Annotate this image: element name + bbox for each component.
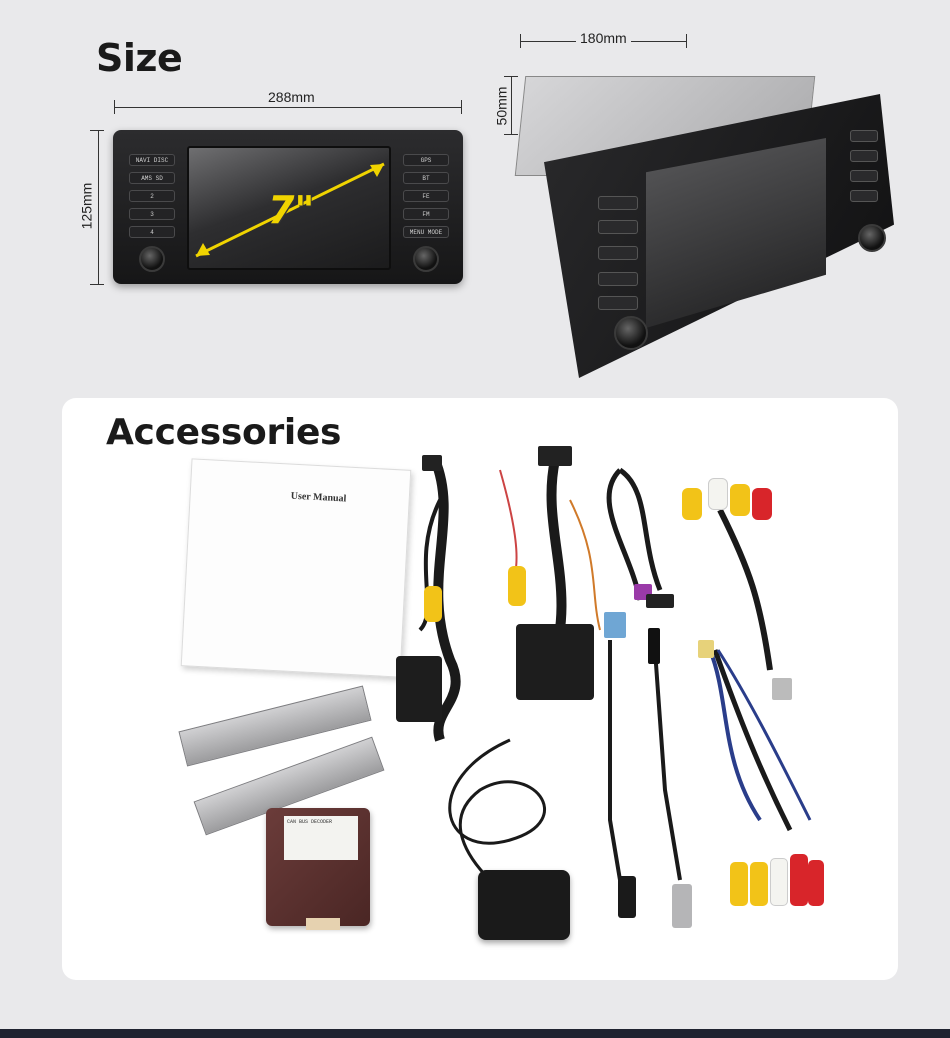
width-dimension-line bbox=[114, 107, 462, 108]
bottom-bar bbox=[0, 1029, 950, 1038]
grey-connector bbox=[772, 678, 792, 700]
preset-2-button: 2 bbox=[129, 190, 175, 202]
angled-button bbox=[850, 190, 878, 202]
accessories-section-title: Accessories bbox=[106, 412, 342, 453]
usb-connector bbox=[646, 594, 674, 608]
fe-button: FE bbox=[403, 190, 449, 202]
screen-size-label: 7" bbox=[268, 188, 315, 232]
decoder-label: CAN BUS DECODER bbox=[284, 816, 358, 860]
bt-button: BT bbox=[403, 172, 449, 184]
side-depth-label: 180mm bbox=[576, 30, 631, 46]
decoder-connector bbox=[306, 918, 340, 930]
preset-4-button: 4 bbox=[129, 226, 175, 238]
front-height-label: 125mm bbox=[78, 179, 95, 233]
tune-knob bbox=[413, 246, 439, 272]
beige-connector bbox=[698, 640, 714, 658]
angled-button bbox=[598, 296, 638, 310]
rca-plug-yellow bbox=[424, 586, 442, 622]
rca-plug-white bbox=[708, 478, 728, 510]
rca-plug-red bbox=[808, 860, 824, 906]
dimension-tick bbox=[90, 130, 104, 131]
menu-mode-button: MENU MODE bbox=[403, 226, 449, 238]
aux-jack bbox=[618, 876, 636, 918]
radio-antenna-adapter bbox=[672, 884, 692, 928]
rca-plug-yellow bbox=[730, 484, 750, 516]
angled-button bbox=[850, 150, 878, 162]
angled-tune-knob bbox=[858, 224, 886, 252]
user-manual: User Manual bbox=[180, 458, 412, 678]
rca-plug-red bbox=[790, 854, 808, 906]
screen-diagonal-arrow bbox=[195, 162, 385, 258]
iso-connector bbox=[396, 656, 442, 722]
angled-volume-knob bbox=[614, 316, 648, 350]
dimension-tick bbox=[90, 284, 104, 285]
small-connector bbox=[422, 455, 442, 471]
rca-plug-yellow bbox=[508, 566, 526, 606]
head-unit-front: NAVI DISC AMS SD 2 3 4 GPS BT FE FM MENU… bbox=[113, 130, 463, 284]
angled-button bbox=[598, 196, 638, 210]
rca-plug-yellow bbox=[682, 488, 702, 520]
front-width-label: 288mm bbox=[264, 89, 319, 105]
preset-3-button: 3 bbox=[129, 208, 175, 220]
rca-plug-yellow bbox=[730, 862, 748, 906]
side-height-label: 50mm bbox=[493, 84, 510, 128]
height-dimension-line bbox=[98, 130, 99, 285]
size-section-title: Size bbox=[96, 36, 183, 80]
quadlock-connector bbox=[516, 624, 594, 700]
user-manual-title: User Manual bbox=[290, 490, 347, 505]
ams-sd-button: AMS SD bbox=[129, 172, 175, 184]
fm-button: FM bbox=[403, 208, 449, 220]
angled-button bbox=[598, 220, 638, 234]
small-connector bbox=[538, 446, 572, 466]
display-screen bbox=[187, 146, 391, 270]
angled-button bbox=[598, 272, 638, 286]
cable-harnesses bbox=[418, 458, 812, 882]
blue-connector bbox=[604, 612, 626, 638]
side-height-dimension-line bbox=[511, 76, 512, 135]
navi-disc-button: NAVI DISC bbox=[129, 154, 175, 166]
gps-button: GPS bbox=[403, 154, 449, 166]
angled-button bbox=[850, 130, 878, 142]
angled-button bbox=[850, 170, 878, 182]
rca-plug-red bbox=[752, 488, 772, 520]
gps-antenna bbox=[478, 870, 570, 940]
can-bus-decoder: CAN BUS DECODER bbox=[266, 808, 370, 926]
angled-button bbox=[598, 246, 638, 260]
rca-plug-white bbox=[770, 858, 788, 906]
rca-plug-yellow bbox=[750, 862, 768, 906]
volume-knob bbox=[139, 246, 165, 272]
antenna-plug bbox=[648, 628, 660, 664]
